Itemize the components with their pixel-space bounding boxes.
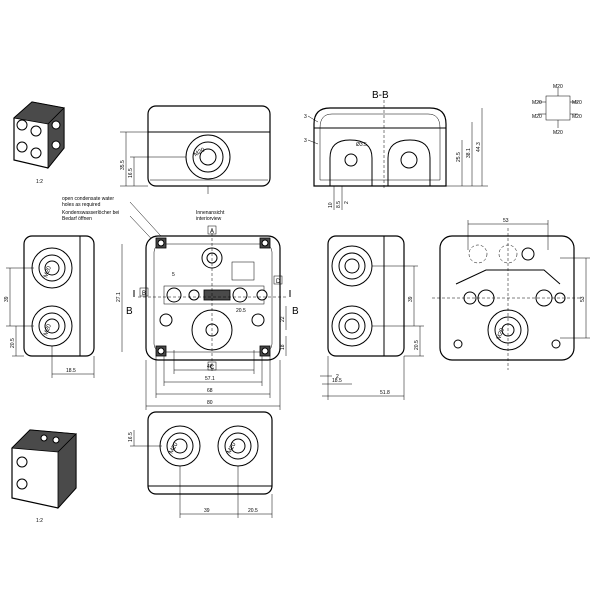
back-view: M20 53 53 [432,218,590,370]
dim-plan-22: 22 [280,316,286,322]
section-marker-right: B [292,306,299,317]
dim-sec-2: 2 [344,201,350,204]
note-condensate-en-2: holes as required [62,202,101,208]
dim-bottom-39: 39 [204,508,210,514]
isometric-view-top: 1:2 [13,101,65,185]
dim-sec-44-3: 44.3 [476,142,482,152]
dim-sec-8-5: 8.5 [336,201,342,208]
right-side-view: 39 20.5 2 18.5 51.8 [320,235,424,400]
note-interior-de: Innenansicht [196,210,225,216]
isometric-view-bottom: 1:2 [11,429,77,524]
scale-label-top: 1:2 [36,179,43,185]
section-title: B-B [372,90,389,101]
entry-label-left-1: M20 [43,265,53,279]
entry-diag-left: M20 [532,100,542,106]
view-marker-d: D [276,279,281,285]
dim-plan-46: 46 [207,364,213,370]
dim-front-16-5: 16.5 [128,168,134,178]
dim-plan-57-1: 57.1 [205,376,215,382]
entry-label-bottom-2: M20 [227,441,238,455]
left-side-view: M20 M20 39 20.5 18.5 [4,235,95,378]
dim-right-2: 2 [336,374,339,380]
entry-diag-right2: M20 [572,114,582,120]
entry-label-back: M20 [496,327,506,341]
entry-diag-right: M20 [572,100,582,106]
dim-plan-18: 18 [280,344,286,350]
cable-entry-diagram: M20 M20 M20 M20 M20 M20 [532,84,582,136]
dim-bottom-20-5: 20.5 [248,508,258,514]
entry-label-left-2: M20 [43,323,53,337]
front-view-top: M20 35.5 16.5 [120,105,271,194]
dim-right-20-5: 20.5 [414,340,420,350]
note-interior-en: interiorview [196,216,222,222]
dim-front-35-5: 35.5 [120,160,126,170]
dim-side-18-5: 18.5 [66,368,76,374]
scale-label-bottom: 1:2 [36,518,43,524]
entry-diag-top: M20 [553,84,563,90]
dim-plan-68: 68 [207,388,213,394]
dim-sec-25-5: 25.5 [456,152,462,162]
dim-sec-3a: 3 [304,114,307,120]
view-marker-a: A [210,229,214,235]
dim-plan-5: 5 [172,272,175,278]
view-marker-c: C [210,365,215,371]
section-marker-left: B [126,306,133,317]
entry-label-bottom-1: M20 [169,441,180,455]
dim-plan-80: 80 [207,400,213,406]
section-view-b-b: B-B 3 3 Ø3.5 25.5 38.1 44.3 10 8.5 2 [304,90,488,210]
dim-right-18-5: 18.5 [332,378,342,384]
entry-diag-left2: M20 [532,114,542,120]
dim-sec-hole: Ø3.5 [356,142,367,148]
note-condensate-de-1: Kondenswasserlöcher bei [62,210,119,216]
dim-back-53: 53 [503,218,509,224]
view-marker-b-left: B [142,291,146,297]
dim-sec-3b: 3 [304,138,307,144]
dim-right-39: 39 [408,296,414,302]
entry-diag-bottom: M20 [553,130,563,136]
dim-sec-38-1: 38.1 [466,148,472,158]
note-condensate-en-1: open condensate water [62,196,114,202]
dim-side-20-5: 20.5 [10,338,16,348]
dim-back-53v: 53 [580,296,586,302]
dim-side-39: 39 [4,296,10,302]
entry-label-front: M20 [193,147,207,158]
dim-right-51-8: 51.8 [380,390,390,396]
dim-bottom-16-5: 16.5 [128,432,134,442]
bottom-view: M20 M20 16.5 39 20.5 [128,411,273,518]
dim-plan-27-1: 27.1 [116,292,122,302]
dim-plan-20-5: 20.5 [236,308,246,314]
plan-interior-view: A C D B B B 27.1 22 18 5 20.5 46 57.1 68… [116,225,299,410]
dim-sec-10: 10 [328,202,334,208]
note-condensate-de-2: Bedarf öffnen [62,216,92,222]
notes: open condensate water holes as required … [62,196,225,251]
